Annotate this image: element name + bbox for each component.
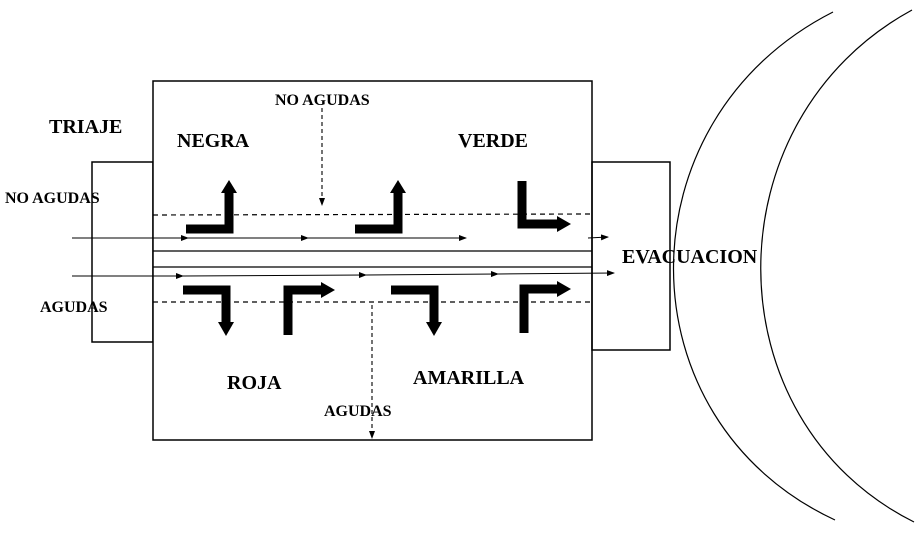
negra-turn-arrow <box>186 180 237 234</box>
roja-turn-arrow <box>183 285 234 336</box>
amarilla-turn-arrow-left <box>391 285 442 336</box>
evacuation-arc-outer <box>760 9 915 523</box>
evacuation-box <box>591 161 671 351</box>
agudas-left-label: AGUDAS <box>40 299 108 316</box>
no-agudas-left-label: NO AGUDAS <box>5 190 100 207</box>
main-area-box <box>152 80 593 441</box>
amarilla-zone-label: AMARILLA <box>413 367 525 389</box>
no-agudas-flow-arrow-4 <box>587 234 609 241</box>
roja-zone-label: ROJA <box>227 372 282 394</box>
no-agudas-top-label: NO AGUDAS <box>275 92 370 109</box>
agudas-bottom-label: AGUDAS <box>324 403 392 420</box>
evacuation-arc-inner <box>672 11 836 521</box>
triaje-label: TRIAJE <box>49 116 122 138</box>
negra-zone-label: NEGRA <box>177 130 250 152</box>
verde-zone-label: VERDE <box>458 130 528 152</box>
agudas-flow-arrow-4 <box>497 270 615 277</box>
verde-turn-arrow <box>517 181 571 232</box>
evacuacion-label: EVACUACION <box>622 246 758 268</box>
middle-upper-turn-arrow <box>355 180 406 234</box>
agudas-flow-arrow-3 <box>365 271 499 278</box>
middle-lower-turn-arrow <box>283 282 335 335</box>
agudas-flow-arrow-2 <box>182 272 367 279</box>
amarilla-turn-arrow-right <box>519 281 571 333</box>
